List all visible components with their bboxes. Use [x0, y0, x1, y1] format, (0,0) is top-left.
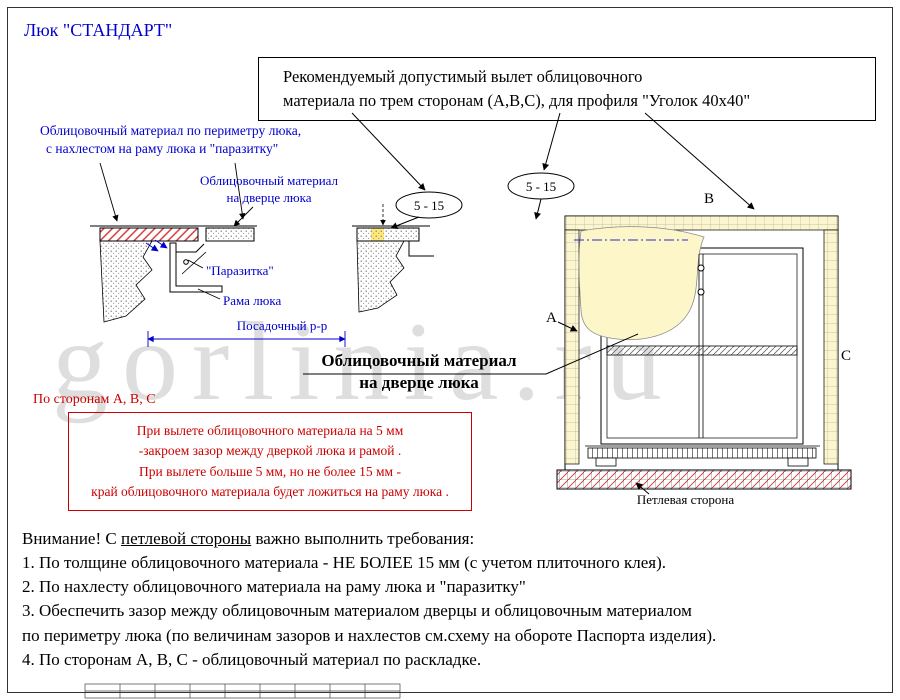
- watermark: gorlinia.ru: [52, 300, 676, 424]
- dimension-ellipses: [390, 172, 575, 229]
- hatch-front-view: [556, 215, 852, 495]
- door-callout-leader: [303, 333, 639, 375]
- red-note-box: При вылете облицовочного материала на 5 …: [68, 412, 472, 511]
- requirement-item: 3. Обеспечить зазор между облицовочным м…: [22, 601, 717, 645]
- note-box-arrows: [351, 112, 755, 210]
- note-box: Рекомендуемый допустимый вылет облицовоч…: [258, 57, 876, 121]
- note-box-line2: материала по трем сторонам (А,В,С), для …: [283, 90, 751, 110]
- side-b-label: В: [704, 191, 715, 207]
- seat-dimension: [147, 331, 346, 347]
- requirements-block: Внимание! С петлевой стороны важно выпол…: [22, 527, 886, 672]
- perimeter-label-leaders: [99, 162, 254, 227]
- perimeter-material-line2: с нахлестом на раму люка и "паразитку": [46, 141, 279, 157]
- side-a-label: А: [546, 310, 557, 326]
- hinge-side-label: Петлевая сторона: [636, 492, 735, 507]
- door-material-line2: на дверце люка: [226, 189, 312, 205]
- requirement-item: 2. По нахлесту облицовочного материала н…: [22, 577, 526, 597]
- page-title: Люк "СТАНДАРТ": [24, 20, 173, 40]
- cross-section-right: [352, 204, 434, 313]
- door-material-line1: Облицовочный материал: [199, 173, 339, 188]
- warning-suffix: важно выполнить требования:: [251, 529, 475, 548]
- door-callout-line1: Облицовочный материал: [321, 351, 517, 370]
- warning-underlined: петлевой стороны: [120, 529, 252, 548]
- note-box-line1: Рекомендуемый допустимый вылет облицовоч…: [283, 67, 643, 86]
- red-note-line2: -закроем зазор между дверкой люка и рамо…: [138, 443, 402, 459]
- door-material-label: Облицовочный материал на дверце люка: [183, 173, 355, 207]
- frame-label: Рама люка: [223, 293, 282, 308]
- door-callout-line2: на дверце люка: [359, 373, 479, 393]
- parazitka-label: "Паразитка": [206, 263, 274, 278]
- dimension-5-15-a: 5 - 15: [413, 198, 445, 213]
- red-note-line3: При вылете больше 5 мм, но не более 15 м…: [139, 463, 401, 479]
- warning-prefix: Внимание! С: [22, 529, 121, 548]
- perimeter-material-label: Облицовочный материал по периметру люка,…: [40, 122, 301, 158]
- seat-dimension-label: Посадочный р-р: [236, 318, 328, 333]
- red-note-line1: При вылете облицовочного материала на 5 …: [136, 423, 404, 438]
- requirements-warning: Внимание! С петлевой стороны важно выпол…: [22, 527, 886, 551]
- side-c-label: С: [841, 348, 852, 364]
- red-note-line4: край облицовочного материала будет ложит…: [91, 483, 449, 499]
- perimeter-material-line1: Облицовочный материал по периметру люка,: [40, 123, 302, 138]
- red-note-heading: По сторонам А, В, С: [33, 392, 156, 407]
- cross-section-left: [90, 225, 257, 323]
- requirement-item: 4. По сторонам А, В, С - облицовочный ма…: [22, 649, 482, 669]
- dimension-5-15-b: 5 - 15: [525, 179, 557, 194]
- door-material-callout: Облицовочный материал на дверце люка: [290, 350, 548, 395]
- title-block-strip: [84, 683, 401, 699]
- requirement-item: 1. По толщине облицовочного материала - …: [22, 553, 666, 573]
